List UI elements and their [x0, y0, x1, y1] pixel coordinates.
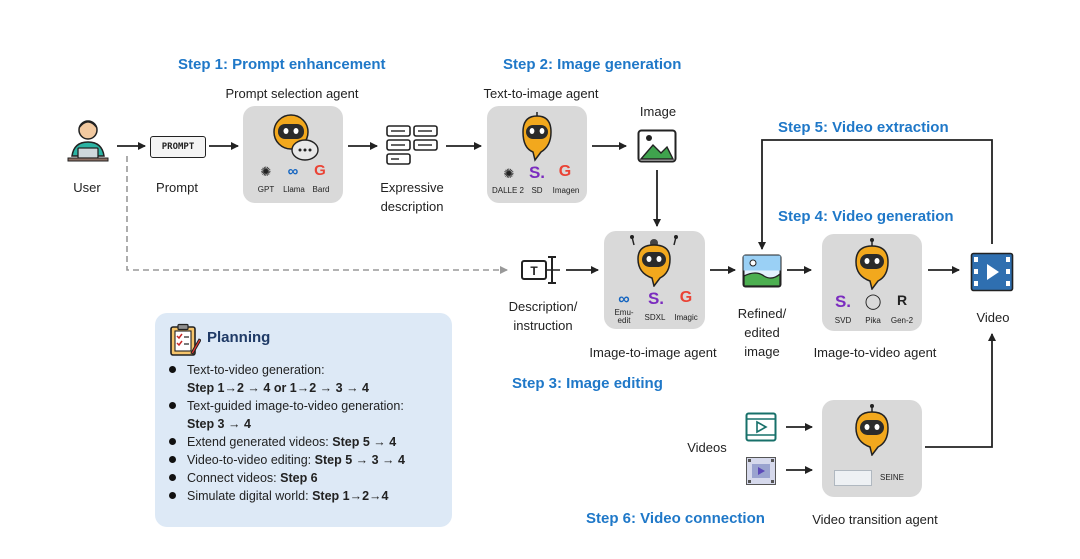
arrow-video-extraction: [758, 139, 993, 250]
refined-label-line3: image: [744, 344, 780, 359]
image-icon: [637, 129, 677, 168]
model-bard: Bard: [312, 185, 330, 194]
description-label-line2: instruction: [513, 318, 573, 333]
text-to-image-agent[interactable]: ✺ S. G DALLE 2 SD Imagen: [487, 106, 587, 203]
refined-image-label: Refined/ edited image: [724, 304, 800, 361]
image-label: Image: [639, 104, 677, 119]
robot-icon: [855, 238, 889, 290]
robot-icon: [630, 235, 678, 287]
model-sdxl: SDXL: [644, 313, 666, 322]
description-doc-icon: [385, 124, 439, 171]
refined-image-icon: [742, 254, 782, 293]
video-clip-icon: [745, 456, 777, 491]
planning-item: Video-to-video editing: Step 5 → 3 → 4: [165, 451, 450, 469]
video-file-icon: [745, 412, 777, 447]
runway-logo-icon: R: [896, 292, 908, 308]
planning-item-text: Extend generated videos:: [187, 435, 329, 449]
robot-icon: [273, 114, 319, 161]
planning-item-path: Step 3 → 4: [187, 417, 251, 431]
clipboard-icon: [169, 323, 202, 362]
planning-panel: Planning Text-to-video generation: Step …: [155, 313, 452, 527]
step-5-title: Step 5: Video extraction: [778, 119, 949, 136]
planning-item: Text-guided image-to-video generation: S…: [165, 397, 450, 433]
planning-item-text: Text-to-video generation:: [187, 363, 325, 377]
svg-text:T: T: [530, 264, 538, 278]
stability-logo-icon: S.: [528, 163, 546, 182]
model-emu-edit: Emu-edit: [614, 308, 634, 325]
planning-item: Simulate digital world: Step 1→2→4: [165, 487, 450, 505]
stability-logo-icon: S.: [647, 289, 665, 308]
description-label-line1: Description/: [508, 299, 578, 314]
expressive-description-label: Expressive description: [370, 178, 454, 216]
arrow-user-descinst-dashed: [126, 156, 508, 274]
planning-item: Connect videos: Step 6: [165, 469, 450, 487]
step-6-title: Step 6: Video connection: [586, 510, 765, 527]
model-pika: Pika: [865, 316, 881, 325]
planning-item-text: Text-guided image-to-video generation:: [187, 399, 404, 413]
user-icon: [64, 116, 112, 169]
planning-item-path: Step 1→2→4: [312, 489, 389, 503]
step-4-title: Step 4: Video generation: [778, 208, 954, 225]
expressive-label-line1: Expressive: [380, 180, 444, 195]
expressive-label-line2: description: [380, 199, 444, 214]
robot-icon: [855, 404, 889, 456]
google-logo-icon: G: [679, 289, 693, 306]
planning-list: Text-to-video generation: Step 1→2 → 4 o…: [165, 361, 450, 505]
openai-logo-icon: ✺: [260, 164, 272, 179]
step-1-title: Step 1: Prompt enhancement: [178, 56, 386, 73]
model-imagic: Imagic: [674, 313, 698, 322]
meta-logo-icon: ∞: [618, 291, 630, 308]
planning-item-text: Video-to-video editing:: [187, 453, 312, 467]
planning-item: Text-to-video generation: Step 1→2 → 4 o…: [165, 361, 450, 397]
planning-item-text: Connect videos:: [187, 471, 277, 485]
video-transition-agent-title: Video transition agent: [812, 512, 938, 527]
prompt-label: Prompt: [156, 180, 198, 195]
image-to-video-agent[interactable]: S. ◯ R SVD Pika Gen-2: [822, 234, 922, 331]
text-to-image-agent-title: Text-to-image agent: [483, 86, 599, 101]
model-svd: SVD: [834, 316, 852, 325]
robot-icon: [522, 112, 552, 162]
step-2-title: Step 2: Image generation: [503, 56, 682, 73]
seine-logo-icon: [834, 470, 872, 486]
planning-title: Planning: [207, 329, 271, 346]
description-instruction-label: Description/ instruction: [498, 297, 588, 335]
model-gpt: GPT: [257, 185, 275, 194]
google-logo-icon: G: [314, 162, 326, 179]
refined-label-line2: edited: [744, 325, 780, 340]
video-transition-agent[interactable]: SEINE: [822, 400, 922, 497]
planning-item: Extend generated videos: Step 5 → 4: [165, 433, 450, 451]
pika-logo-icon: ◯: [864, 293, 882, 310]
planning-item-text: Simulate digital world:: [187, 489, 309, 503]
image-to-image-agent[interactable]: ∞ S. G Emu-edit SDXL Imagic: [604, 231, 705, 329]
arrow-transition-video: [925, 333, 996, 448]
model-imagen: Imagen: [552, 186, 580, 195]
prompt-selection-agent[interactable]: ✺ ∞ G GPT Llama Bard: [243, 106, 343, 203]
model-gen2: Gen-2: [890, 316, 914, 325]
image-to-image-agent-title: Image-to-image agent: [589, 345, 717, 360]
videos-label: Videos: [687, 440, 727, 455]
planning-item-path: Step 5 → 3 → 4: [314, 453, 405, 467]
model-dalle2: DALLE 2: [491, 186, 525, 195]
video-label: Video: [976, 310, 1010, 325]
image-to-video-agent-title: Image-to-video agent: [813, 345, 937, 360]
prompt-icon: PROMPT: [150, 136, 206, 158]
stability-logo-icon: S.: [834, 292, 852, 311]
google-logo-icon: G: [558, 163, 572, 180]
refined-label-line1: Refined/: [737, 306, 787, 321]
model-seine: SEINE: [879, 473, 904, 482]
user-label: User: [73, 180, 101, 195]
planning-item-path: Step 5 → 4: [332, 435, 397, 449]
text-cursor-icon: T: [520, 254, 562, 291]
model-llama: Llama: [283, 185, 305, 194]
meta-logo-icon: ∞: [287, 163, 299, 180]
video-icon: [970, 252, 1014, 297]
planning-item-path: Step 1→2 → 4 or 1→2 → 3 → 4: [187, 381, 370, 395]
prompt-selection-agent-title: Prompt selection agent: [225, 86, 359, 101]
model-sd: SD: [531, 186, 543, 195]
openai-logo-icon: ✺: [503, 166, 515, 181]
planning-item-path: Step 6: [280, 471, 318, 485]
step-3-title: Step 3: Image editing: [512, 375, 663, 392]
